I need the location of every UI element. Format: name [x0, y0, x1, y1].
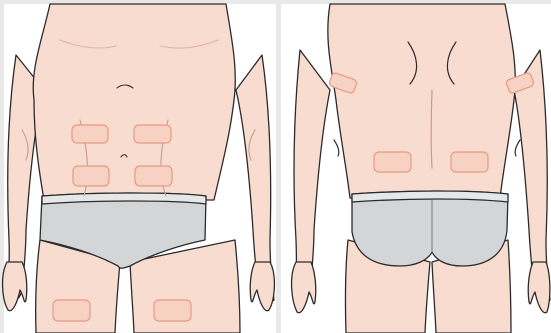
site-abdomen-upper-right [134, 125, 171, 143]
site-thigh-left [53, 300, 90, 321]
site-abdomen-upper-left [72, 125, 108, 143]
site-lower-back-right [451, 152, 488, 172]
site-thigh-right [154, 300, 191, 321]
back-briefs [352, 191, 508, 266]
front-torso [33, 4, 235, 200]
site-lower-back-left [374, 152, 411, 172]
site-abdomen-lower-left [73, 166, 109, 186]
site-abdomen-lower-right [135, 166, 172, 186]
